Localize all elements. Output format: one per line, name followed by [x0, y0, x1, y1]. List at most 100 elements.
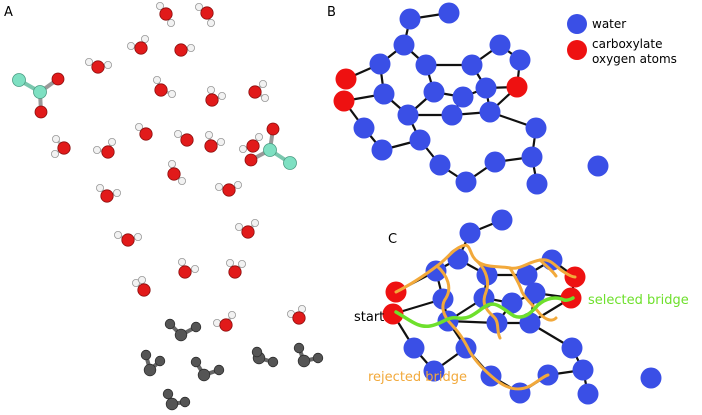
water-node [438, 2, 460, 24]
rejected-bridge-path [435, 264, 550, 391]
hydrogen-atom [190, 264, 199, 273]
water-molecule [152, 76, 176, 99]
water-molecule [174, 43, 195, 57]
water-node [353, 117, 375, 139]
gray-atom [174, 328, 188, 342]
hydrogen-atom [96, 183, 105, 192]
carboxylate-oxygen-node [382, 303, 404, 325]
gray-molecule [251, 346, 279, 368]
carboxylate-oxygen-node [333, 90, 355, 112]
legend-carboxylate-label-2: oxygen atoms [592, 52, 677, 66]
oxygen-atom [292, 311, 306, 325]
hydrogen-atom [51, 149, 60, 158]
hydrogen-atom [237, 259, 246, 268]
oxygen-atom [248, 85, 262, 99]
hydrogen-atom [155, 2, 164, 10]
water-node [484, 151, 506, 173]
water-node [459, 222, 481, 244]
network-b-nodes [333, 2, 609, 195]
gray-atom [165, 397, 179, 411]
water-node [475, 77, 497, 99]
gray-molecule [164, 318, 202, 342]
water-molecule [212, 310, 236, 332]
water-molecule [114, 230, 142, 247]
oxygen-atom [91, 60, 105, 74]
panel-a-molecules [12, 2, 324, 411]
water-node [429, 154, 451, 176]
gray-molecule [293, 342, 324, 368]
water-node [516, 264, 538, 286]
gray-molecule [190, 356, 225, 382]
water-node [371, 139, 393, 161]
water-molecule [238, 132, 263, 153]
gray-atom [164, 318, 176, 330]
gray-atom [190, 321, 202, 333]
gray-molecule [140, 349, 166, 377]
water-node [423, 360, 445, 382]
hydrogen-atom [152, 76, 161, 85]
rejected-bridge-label: rejected bridge [368, 370, 467, 385]
gray-atom [140, 349, 152, 361]
water-molecule [205, 86, 226, 107]
legend-water-label: water [592, 17, 626, 31]
oxygen-atom [244, 153, 258, 167]
oxygen-atom [200, 6, 214, 20]
oxygen-atom [241, 225, 255, 239]
gray-atom [312, 352, 324, 364]
oxygen-atom [154, 83, 168, 97]
hydrogen-atom [104, 61, 113, 70]
carbon-atom [263, 143, 277, 157]
legend-carboxylate-marker [567, 40, 587, 60]
water-molecule [167, 159, 186, 185]
carboxylate-molecule [244, 122, 297, 170]
water-node [501, 292, 523, 314]
gray-atom [267, 356, 279, 368]
rejected-bridge-paths [394, 243, 577, 391]
water-molecule [155, 2, 175, 27]
water-molecule [96, 183, 122, 203]
water-node [441, 104, 463, 126]
water-node [479, 101, 501, 123]
hydrogen-atom [216, 137, 225, 146]
oxygen-atom [174, 43, 188, 57]
water-node [409, 129, 431, 151]
oxygen-atom [121, 233, 135, 247]
carboxylate-oxygen-node [506, 76, 528, 98]
hydrogen-atom [113, 188, 122, 197]
carbon-atom [283, 156, 297, 170]
hydrogen-atom [93, 145, 102, 154]
rejected-bridge-path [394, 243, 577, 294]
hydrogen-atom [217, 92, 226, 101]
hydrogen-atom [250, 218, 259, 227]
oxygen-atom [167, 167, 181, 181]
gray-atom [190, 356, 202, 368]
water-node [399, 8, 421, 30]
water-molecule [173, 129, 194, 147]
oxygen-atom [139, 127, 153, 141]
gray-atom [162, 388, 174, 400]
gray-atom [154, 355, 166, 367]
hydrogen-atom [137, 275, 146, 284]
carboxylate-oxygen-node [335, 68, 357, 90]
oxygen-atom [266, 122, 280, 136]
rejected-bridge-path [476, 260, 502, 340]
gray-atom [197, 368, 211, 382]
oxygen-atom [228, 265, 242, 279]
hydrogen-atom [233, 180, 242, 189]
oxygen-atom [134, 41, 148, 55]
oxygen-atom [204, 139, 218, 153]
water-molecule [194, 3, 215, 27]
water-node [489, 34, 511, 56]
hydrogen-atom [238, 144, 247, 153]
water-node [525, 117, 547, 139]
water-molecule [127, 35, 149, 55]
water-molecule [93, 137, 117, 159]
selected-bridge-label: selected bridge [588, 293, 689, 308]
hydrogen-atom [85, 58, 94, 67]
water-node [423, 81, 445, 103]
water-molecule [131, 275, 151, 297]
water-molecule [234, 218, 259, 239]
hydrogen-atom [108, 137, 117, 146]
hydrogen-atom [177, 257, 186, 266]
oxygen-atom [180, 133, 194, 147]
